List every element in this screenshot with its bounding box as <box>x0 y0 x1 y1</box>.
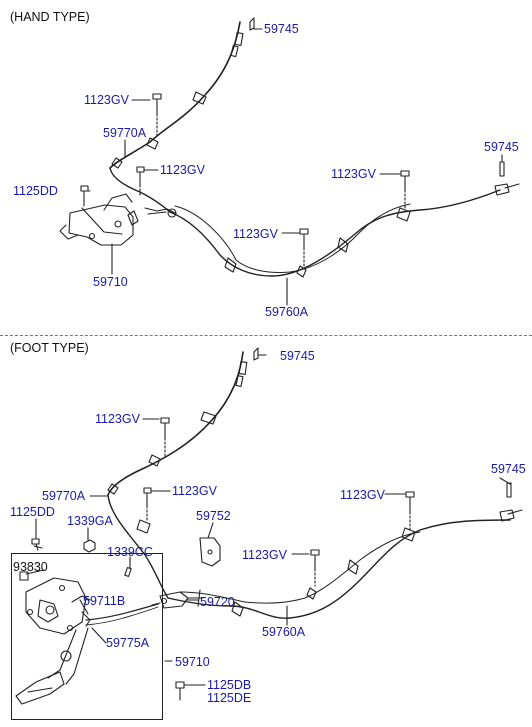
foot-label-1123gv-c[interactable]: 1123GV <box>340 488 385 502</box>
hand-cable-59760a <box>169 183 520 278</box>
foot-equalizer-59720 <box>159 589 204 609</box>
foot-cable-59760a <box>167 509 523 619</box>
foot-type-header: (FOOT TYPE) <box>10 341 89 355</box>
foot-label-1123gv-a[interactable]: 1123GV <box>95 412 140 426</box>
hand-label-1123gv-b[interactable]: 1123GV <box>160 163 205 177</box>
foot-label-1339ga[interactable]: 1339GA <box>67 514 113 528</box>
foot-cable-59775a <box>85 602 161 626</box>
foot-bracket-93830 <box>19 571 29 581</box>
section-divider <box>0 335 532 336</box>
hand-type-header: (HAND TYPE) <box>10 10 90 24</box>
foot-label-59745-top[interactable]: 59745 <box>280 349 315 363</box>
hand-label-59745-right[interactable]: 59745 <box>484 140 519 154</box>
hand-label-1125dd[interactable]: 1125DD <box>13 184 58 198</box>
hand-bolt-1123gv-d <box>299 228 309 267</box>
hand-label-59745-top[interactable]: 59745 <box>264 22 299 36</box>
foot-pin-1339cc <box>124 567 132 577</box>
foot-label-59770a[interactable]: 59770A <box>42 489 86 503</box>
foot-bolt-1123gv-a <box>160 417 170 459</box>
foot-label-1339cc[interactable]: 1339CC <box>107 545 153 559</box>
foot-label-1125db[interactable]: 1125DB <box>207 678 252 692</box>
foot-bolt-1125dd <box>31 538 43 551</box>
hand-label-1123gv-c[interactable]: 1123GV <box>331 167 376 181</box>
foot-bolt-1123gv-d <box>310 549 320 587</box>
foot-bolt-1123gv-b <box>143 487 152 523</box>
hand-label-59760a[interactable]: 59760A <box>265 305 309 319</box>
hand-label-1123gv-a[interactable]: 1123GV <box>84 93 129 107</box>
hand-clip-59745-right <box>499 161 505 177</box>
foot-bolt-1125db <box>175 681 185 701</box>
foot-assembly-box <box>11 553 163 720</box>
foot-bolt-1123gv-c <box>405 491 415 531</box>
foot-label-1123gv-d[interactable]: 1123GV <box>242 548 287 562</box>
foot-pedal-assembly <box>15 577 91 705</box>
foot-clip-59745-top <box>253 347 259 361</box>
foot-cable-59770a <box>107 351 248 599</box>
foot-label-59711b[interactable]: 59711B <box>83 594 126 608</box>
hand-label-59710[interactable]: 59710 <box>93 275 128 289</box>
hand-lever-assembly <box>59 193 177 246</box>
foot-label-93830[interactable]: 93830 <box>13 560 48 574</box>
hand-bolt-1123gv-a <box>152 93 162 139</box>
hand-label-1123gv-d[interactable]: 1123GV <box>233 227 278 241</box>
foot-label-59720[interactable]: 59720 <box>200 595 235 609</box>
foot-label-59752[interactable]: 59752 <box>196 509 231 523</box>
hand-bolt-1125dd <box>80 185 89 207</box>
hand-label-59770a[interactable]: 59770A <box>103 126 147 140</box>
foot-label-1125dd[interactable]: 1125DD <box>10 505 55 519</box>
hand-clip-59745-top <box>249 17 255 31</box>
foot-bracket-59752 <box>199 537 221 567</box>
hand-bolt-1123gv-c <box>400 170 410 209</box>
foot-label-59710[interactable]: 59710 <box>175 655 210 669</box>
hand-cable-59770a <box>109 21 244 213</box>
foot-label-59745-right[interactable]: 59745 <box>491 462 526 476</box>
foot-label-1123gv-b[interactable]: 1123GV <box>172 484 217 498</box>
foot-clip-59745-right <box>506 482 512 498</box>
foot-label-59760a[interactable]: 59760A <box>262 625 306 639</box>
foot-nut-1339ga <box>83 539 96 553</box>
foot-label-59775a[interactable]: 59775A <box>106 636 150 650</box>
foot-label-1125de[interactable]: 1125DE <box>207 691 252 705</box>
